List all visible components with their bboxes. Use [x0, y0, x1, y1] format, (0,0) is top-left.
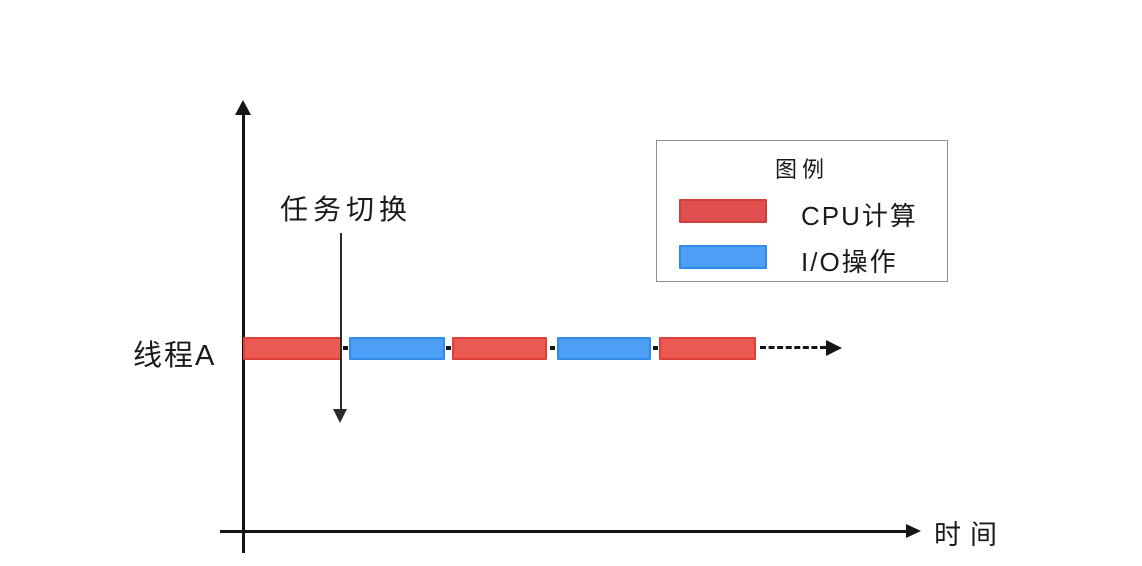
segment-gap-dash	[446, 346, 451, 350]
legend-swatch-cpu-icon	[679, 199, 767, 223]
thread-label: 线程A	[133, 340, 217, 372]
timeline-segment-io	[557, 337, 651, 360]
legend-row-cpu: CPU计算	[657, 199, 947, 231]
x-axis-label: 时间	[934, 520, 1006, 550]
timeline-segment-cpu	[243, 337, 342, 360]
segment-gap-dash	[343, 346, 348, 350]
timeline-segment-io	[349, 337, 445, 360]
legend-label-cpu: CPU计算	[801, 201, 918, 231]
legend-box: 图例 CPU计算 I/O操作	[656, 140, 948, 282]
segment-gap-dash	[549, 346, 555, 350]
x-axis-arrow-right-icon	[906, 524, 921, 538]
task-switch-arrow-line	[340, 233, 342, 410]
timeline-segment-cpu	[452, 337, 547, 360]
task-switch-label: 任务切换	[280, 194, 413, 225]
legend-title: 图例	[774, 157, 829, 182]
x-axis-line	[220, 530, 916, 533]
timeline-segment-cpu	[659, 337, 756, 360]
task-switch-arrow-down-icon	[333, 409, 347, 423]
timeline-continuation-dashed-line	[760, 346, 826, 349]
legend-row-io: I/O操作	[657, 245, 947, 277]
y-axis-line	[242, 112, 245, 553]
timeline-arrow-right-icon	[826, 340, 842, 356]
y-axis-arrow-up-icon	[235, 100, 251, 115]
legend-label-io: I/O操作	[801, 247, 898, 277]
legend-swatch-io-icon	[679, 245, 767, 269]
segment-gap-dash	[652, 346, 658, 350]
